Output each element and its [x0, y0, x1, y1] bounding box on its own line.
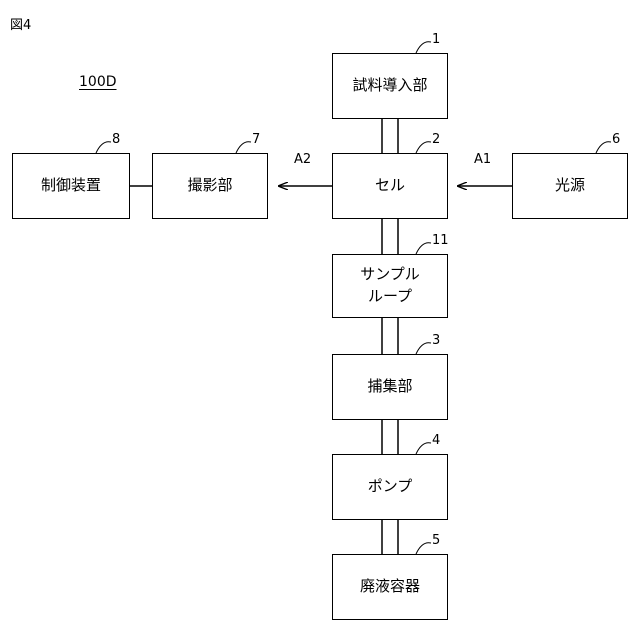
pump-label: ポンプ — [368, 476, 413, 498]
leader-7 — [236, 142, 251, 153]
pipe-capture-pump — [382, 420, 398, 454]
waste-label: 廃液容器 — [360, 576, 420, 598]
pump-block: ポンプ — [332, 454, 448, 520]
cell-block: セル — [332, 153, 448, 219]
controller-label: 制御装置 — [41, 175, 101, 197]
pipe-cell-loop — [382, 219, 398, 254]
sample-loop-label: サンプル ループ — [360, 264, 420, 308]
controller-block: 制御装置 — [12, 153, 130, 219]
pipe-inlet-cell — [382, 119, 398, 153]
cell-label: セル — [375, 175, 405, 197]
ref-number-8: 8 — [112, 132, 120, 147]
leader-1 — [416, 42, 431, 53]
capture-label: 捕集部 — [367, 376, 412, 398]
figure-title: 図4 — [10, 14, 31, 33]
pipe-loop-capture — [382, 318, 398, 354]
flow-label-a2: A2 — [294, 152, 311, 167]
sample-inlet-block: 試料導入部 — [332, 53, 448, 119]
imaging-block: 撮影部 — [152, 153, 268, 219]
sample-inlet-label: 試料導入部 — [352, 75, 427, 97]
ref-number-2: 2 — [432, 132, 440, 147]
leader-2 — [416, 142, 431, 153]
leader-8 — [96, 142, 111, 153]
leader-6 — [596, 142, 611, 153]
ref-number-5: 5 — [432, 533, 440, 548]
sample-loop-block: サンプル ループ — [332, 254, 448, 318]
ref-number-6: 6 — [612, 132, 620, 147]
light-source-label: 光源 — [555, 175, 585, 197]
leader-5 — [416, 543, 431, 554]
leader-4 — [416, 443, 431, 454]
capture-block: 捕集部 — [332, 354, 448, 420]
system-label: 100D — [79, 74, 117, 90]
ref-number-7: 7 — [252, 132, 260, 147]
waste-block: 廃液容器 — [332, 554, 448, 620]
ref-number-11: 11 — [432, 233, 449, 248]
flow-label-a1: A1 — [474, 152, 491, 167]
pipe-pump-waste — [382, 520, 398, 554]
ref-number-4: 4 — [432, 433, 440, 448]
ref-number-1: 1 — [432, 32, 440, 47]
leader-3 — [416, 343, 431, 354]
ref-number-3: 3 — [432, 333, 440, 348]
imaging-label: 撮影部 — [187, 175, 232, 197]
light-source-block: 光源 — [512, 153, 628, 219]
leader-11 — [416, 243, 431, 254]
